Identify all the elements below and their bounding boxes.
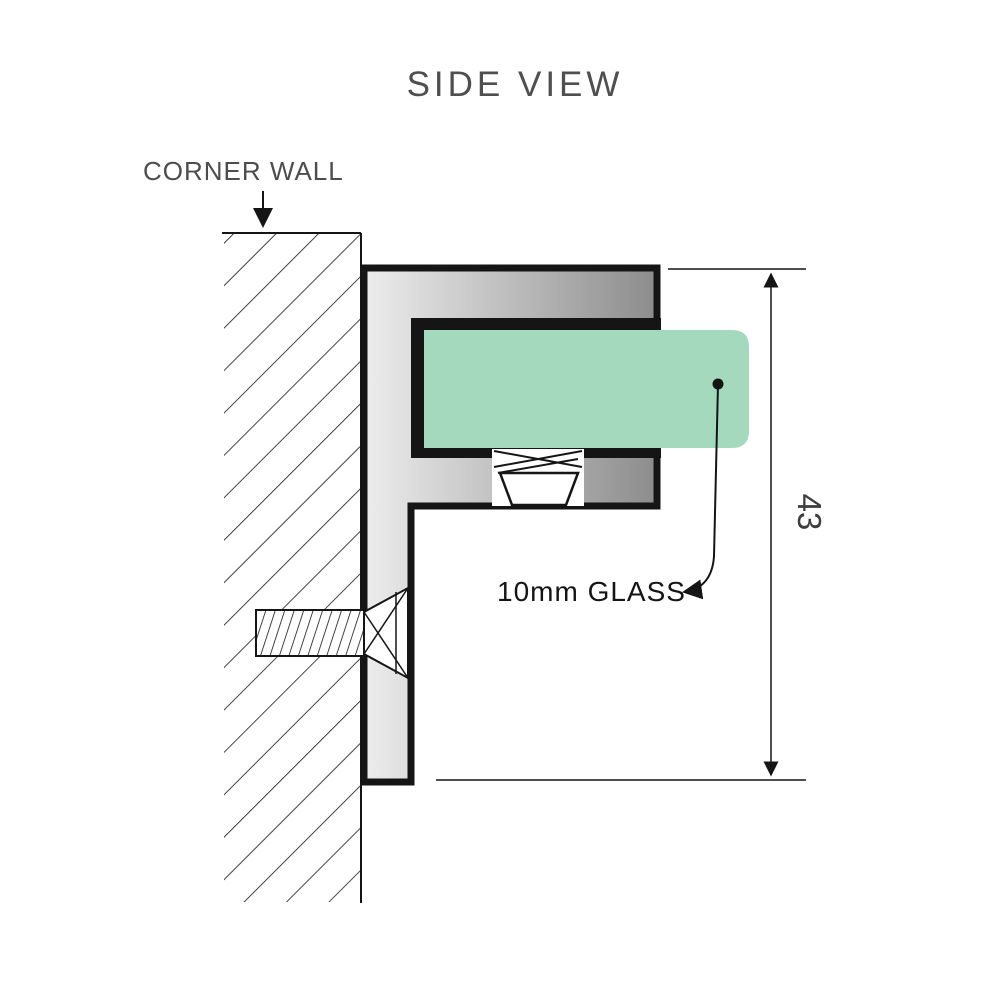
wall-hatch (224, 234, 360, 902)
grub-screw-cup (498, 471, 580, 507)
screw-head-taper-line (363, 587, 409, 655)
glass-panel (424, 330, 749, 448)
diagram-title: SIDE VIEW (407, 65, 624, 104)
grub-screw-thread-line (497, 458, 579, 474)
screw-head-taper-line (363, 611, 409, 679)
dimension-43: 43 (436, 268, 828, 781)
grub-screw (492, 449, 584, 507)
glass-label: 10mm GLASS (497, 576, 686, 607)
wall (222, 232, 362, 903)
wall-screw (255, 586, 409, 680)
screw-thread (257, 611, 363, 655)
grub-screw-thread-line (493, 450, 583, 468)
glass-callout: 10mm GLASS (497, 378, 724, 607)
dimension-value: 43 (791, 494, 828, 531)
corner-wall-label: CORNER WALL (143, 156, 344, 186)
glass-callout-leader (682, 383, 719, 600)
